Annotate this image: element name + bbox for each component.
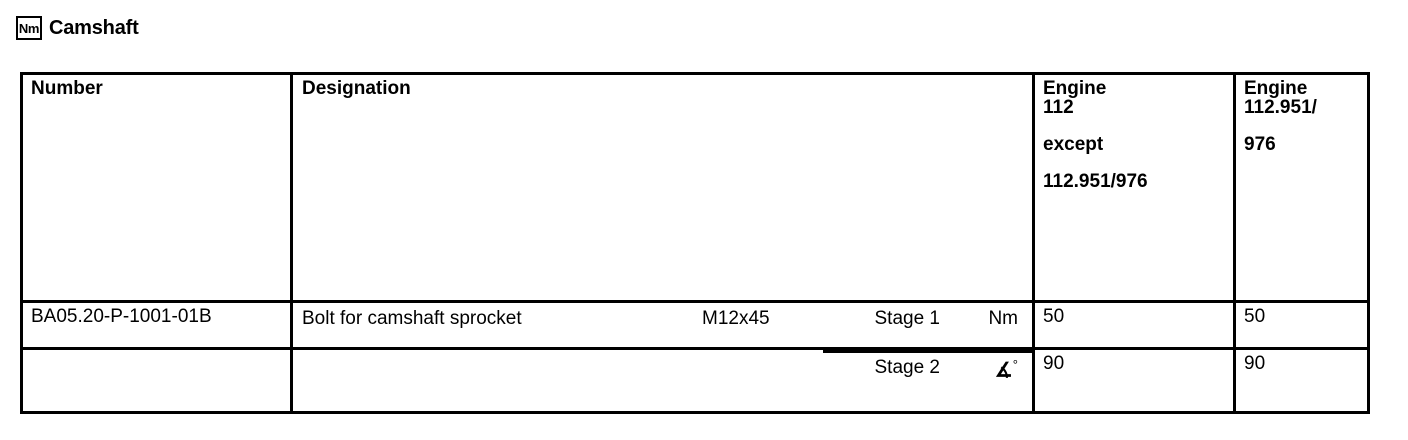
newton-meter-badge-icon: Nm <box>16 16 42 40</box>
header-engine-a-line-3: except <box>1043 134 1104 155</box>
value-torque-engine-a: 90 <box>1043 353 1065 374</box>
degree-sign: ° <box>1012 357 1018 372</box>
cell-number <box>23 350 293 411</box>
value-designation: Bolt for camshaft sprocket <box>302 308 522 329</box>
value-torque-engine-b: 50 <box>1244 306 1266 327</box>
value-unit: Nm <box>988 308 1018 329</box>
cell-number: BA05.20-P-1001-01B <box>23 303 293 347</box>
header-engine-b-line-3: 976 <box>1244 134 1276 155</box>
cell-engine-112-except-value: 90 <box>1035 350 1236 411</box>
header-cell-number: Number <box>23 75 293 300</box>
page-title: Camshaft <box>49 17 139 39</box>
header-engine-a-line-2: 112 <box>1043 97 1074 118</box>
page-title-block: Nm Camshaft <box>16 16 139 40</box>
value-stage-label: Stage 1 <box>874 308 941 329</box>
value-bolt-size: M12x45 <box>702 308 770 329</box>
cell-designation: Stage 2 ∡° <box>293 350 1035 411</box>
value-torque-engine-b: 90 <box>1244 353 1266 374</box>
header-label-designation: Designation <box>302 78 411 99</box>
stage-divider-rule <box>823 350 1032 353</box>
designation-line: Bolt for camshaft sprocket M12x45 Stage … <box>302 307 1032 328</box>
table-header-row: Number Designation Engine 112 except 112… <box>23 75 1367 303</box>
table-row: BA05.20-P-1001-01B Bolt for camshaft spr… <box>23 303 1367 350</box>
header-label-number: Number <box>31 78 103 99</box>
header-cell-engine-112-except: Engine 112 except 112.951/976 <box>1035 75 1236 300</box>
torque-specification-table: Number Designation Engine 112 except 112… <box>20 72 1370 414</box>
value-unit-angle-degrees: ∡° <box>940 358 1030 380</box>
header-engine-a-line-4: 112.951/976 <box>1043 171 1148 192</box>
designation-line: Stage 2 ∡° <box>302 350 1032 380</box>
cell-designation: Bolt for camshaft sprocket M12x45 Stage … <box>293 303 1035 347</box>
header-engine-b-line-2: 112.951/ <box>1244 97 1317 118</box>
header-engine-b-line-1: Engine <box>1244 78 1308 99</box>
value-number: BA05.20-P-1001-01B <box>31 306 212 327</box>
cell-engine-112-except-value: 50 <box>1035 303 1236 347</box>
value-stage-label: Stage 2 <box>874 357 941 378</box>
cell-engine-112951-976-value: 50 <box>1236 303 1367 347</box>
cell-engine-112951-976-value: 90 <box>1236 350 1367 411</box>
angle-icon: ∡ <box>994 359 1013 382</box>
table-row: Stage 2 ∡° 90 90 <box>23 350 1367 411</box>
header-cell-designation: Designation <box>293 75 1035 300</box>
value-torque-engine-a: 50 <box>1043 306 1065 327</box>
header-engine-a-line-1: Engine <box>1043 78 1107 99</box>
header-cell-engine-112951-976: Engine 112.951/ 976 <box>1236 75 1367 300</box>
